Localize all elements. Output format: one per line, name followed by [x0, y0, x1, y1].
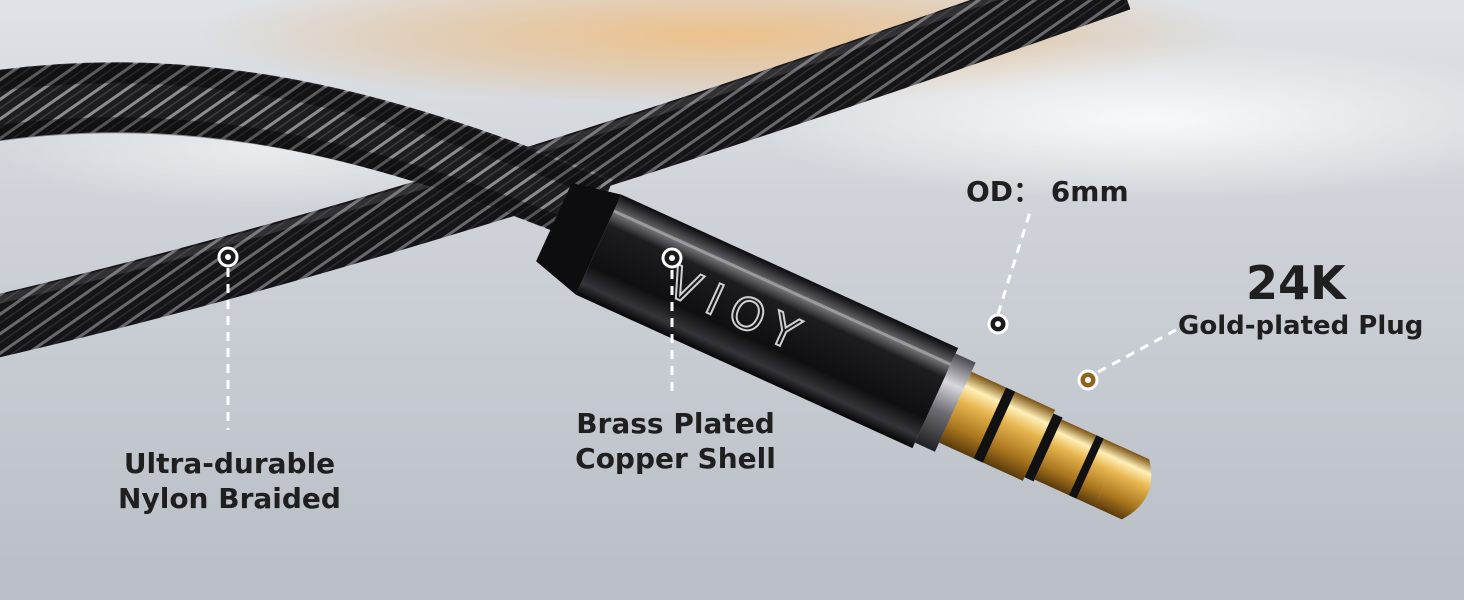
nylon-braided-label: Ultra-durable Nylon Braided — [92, 446, 367, 516]
karat-headline: 24K — [1246, 256, 1346, 310]
gold-plated-plug-label: Gold-plated Plug — [1178, 310, 1448, 343]
nylon-label-line-2: Nylon Braided — [118, 482, 341, 515]
gold-karat-label: 24K — [1246, 258, 1366, 309]
callout-dots — [217, 246, 1099, 391]
shell-label-line-1: Brass Plated — [576, 407, 775, 440]
copper-shell-label: Brass Plated Copper Shell — [548, 406, 803, 476]
nylon-label-line-1: Ultra-durable — [123, 447, 336, 480]
outer-diameter-label: OD： 6mm — [966, 174, 1166, 209]
shell-label-line-2: Copper Shell — [575, 442, 776, 475]
gold-plated-subline: Gold-plated Plug — [1178, 311, 1424, 341]
braided-cable-front — [0, 62, 613, 248]
callout-lines — [226, 211, 1177, 430]
od-label-text: OD： 6mm — [966, 175, 1129, 208]
